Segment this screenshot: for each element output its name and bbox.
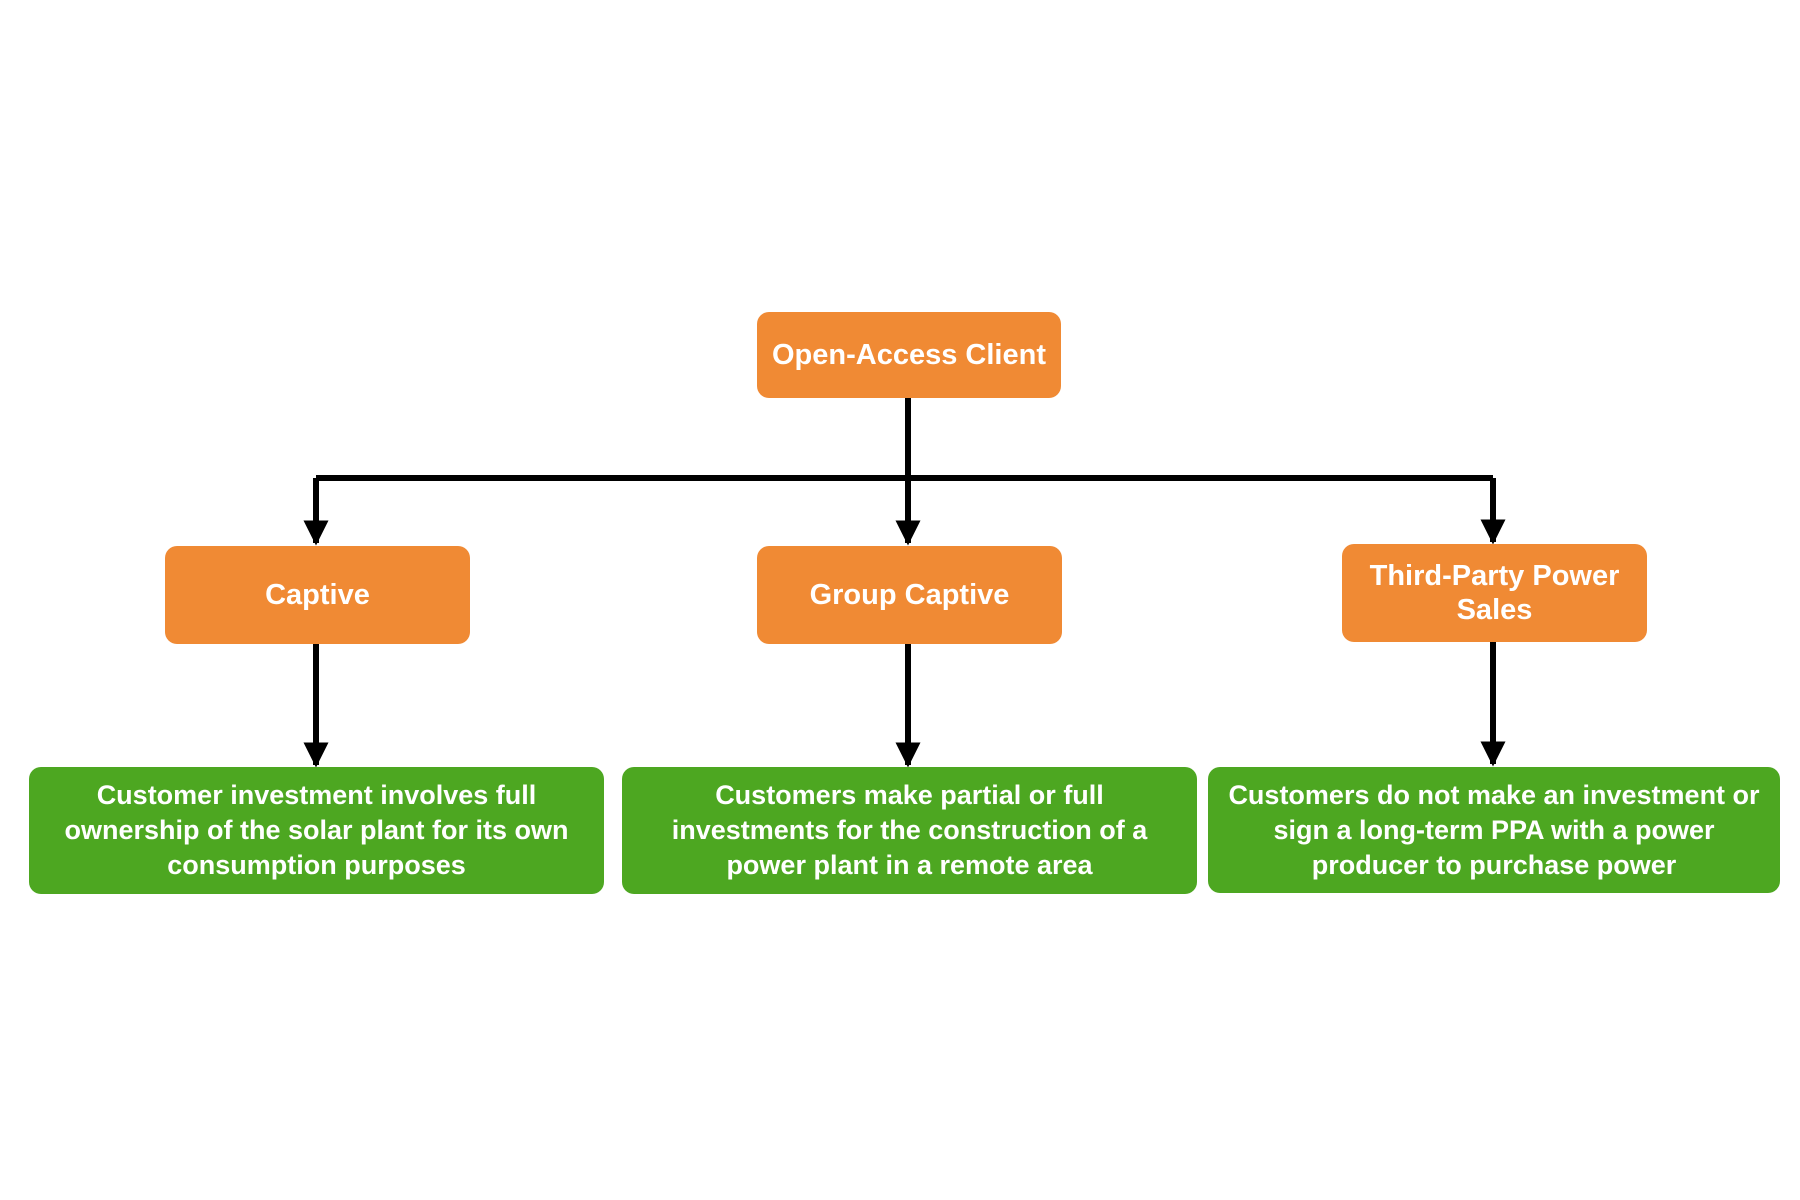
root-node-open-access-client: Open-Access Client	[757, 312, 1061, 398]
category-node-captive: Captive	[165, 546, 470, 644]
description-node-group-captive: Customers make partial or full investmen…	[622, 767, 1197, 894]
category-node-third-party-power-sales: Third-Party Power Sales	[1342, 544, 1647, 642]
category-node-group-captive: Group Captive	[757, 546, 1062, 644]
description-node-third-party: Customers do not make an investment or s…	[1208, 767, 1780, 893]
description-node-captive: Customer investment involves full owners…	[29, 767, 604, 894]
